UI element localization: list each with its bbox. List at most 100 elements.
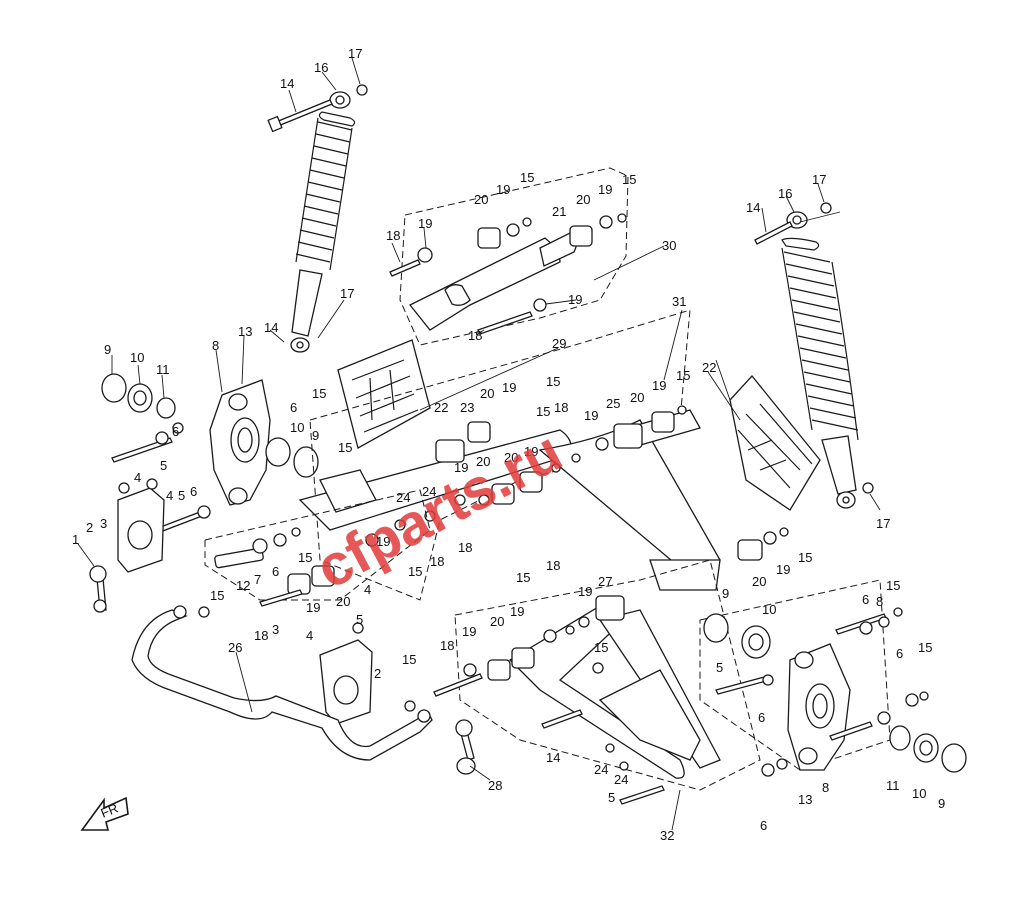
left-shock-absorber — [267, 84, 368, 353]
callout-2: 2 — [86, 520, 93, 535]
callout-15: 15 — [338, 440, 352, 455]
callout-8: 8 — [212, 338, 219, 353]
lower-right-arm — [433, 559, 761, 805]
callout-18: 18 — [386, 228, 400, 243]
mud-guard-left — [337, 339, 431, 449]
leader-lines — [77, 57, 881, 831]
callout-19: 19 — [598, 182, 612, 197]
callout-30: 30 — [662, 238, 676, 253]
callout-19: 19 — [418, 216, 432, 231]
callout-9: 9 — [722, 586, 729, 601]
callout-15: 15 — [594, 640, 608, 655]
callout-6: 6 — [290, 400, 297, 415]
callout-11: 11 — [886, 778, 900, 793]
callout-19: 19 — [524, 444, 538, 459]
callout-24: 24 — [594, 762, 608, 777]
callout-5: 5 — [608, 790, 615, 805]
left-knuckle — [101, 373, 319, 533]
callout-29: 29 — [552, 336, 566, 351]
callout-8: 8 — [822, 780, 829, 795]
callout-31: 31 — [672, 294, 686, 309]
lower-left-mount — [204, 489, 431, 607]
callout-15: 15 — [622, 172, 636, 187]
callout-17: 17 — [812, 172, 826, 187]
callout-19: 19 — [376, 534, 390, 549]
callout-6: 6 — [862, 592, 869, 607]
callout-6: 6 — [272, 564, 279, 579]
callout-15: 15 — [402, 652, 416, 667]
callout-25: 25 — [606, 396, 620, 411]
callout-16: 16 — [778, 186, 792, 201]
callout-19: 19 — [578, 584, 592, 599]
callout-10: 10 — [130, 350, 144, 365]
callout-17: 17 — [876, 516, 890, 531]
callout-9: 9 — [104, 342, 111, 357]
callout-24: 24 — [422, 484, 436, 499]
callout-23: 23 — [460, 400, 474, 415]
callout-19: 19 — [454, 460, 468, 475]
upper-left-arm-group — [389, 167, 629, 346]
callout-13: 13 — [238, 324, 252, 339]
callout-4: 4 — [364, 582, 371, 597]
callout-9: 9 — [312, 428, 319, 443]
callout-4: 4 — [166, 488, 173, 503]
callout-18: 18 — [458, 540, 472, 555]
callout-2: 2 — [374, 666, 381, 681]
callout-21: 21 — [552, 204, 566, 219]
callout-20: 20 — [576, 192, 590, 207]
callout-11: 11 — [156, 362, 170, 377]
callout-18: 18 — [430, 554, 444, 569]
callout-22: 22 — [434, 400, 448, 415]
callout-22: 22 — [702, 360, 716, 375]
callout-16: 16 — [314, 60, 328, 75]
callout-17: 17 — [340, 286, 354, 301]
callout-14: 14 — [746, 200, 760, 215]
callout-15: 15 — [312, 386, 326, 401]
callout-19: 19 — [584, 408, 598, 423]
callout-19: 19 — [496, 182, 510, 197]
right-knuckle — [699, 579, 967, 777]
callout-6: 6 — [760, 818, 767, 833]
callout-labels: 14 16 17 17 14 15 6 9 10 11 8 13 10 9 5 … — [72, 46, 945, 843]
callout-4: 4 — [306, 628, 313, 643]
callout-13: 13 — [798, 792, 812, 807]
callout-5: 5 — [178, 488, 185, 503]
front-direction-arrow-icon: FR — [80, 796, 129, 831]
callout-18: 18 — [554, 400, 568, 415]
callout-17: 17 — [348, 46, 362, 61]
callout-26: 26 — [228, 640, 242, 655]
callout-18: 18 — [546, 558, 560, 573]
callout-9: 9 — [938, 796, 945, 811]
callout-3: 3 — [272, 622, 279, 637]
callout-15: 15 — [210, 588, 224, 603]
callout-15: 15 — [886, 578, 900, 593]
callout-15: 15 — [676, 368, 690, 383]
callout-18: 18 — [468, 328, 482, 343]
callout-19: 19 — [462, 624, 476, 639]
callout-19: 19 — [306, 600, 320, 615]
callout-28: 28 — [488, 778, 502, 793]
callout-12: 12 — [236, 578, 250, 593]
callout-5: 5 — [356, 612, 363, 627]
callout-20: 20 — [336, 594, 350, 609]
callout-15: 15 — [546, 374, 560, 389]
callout-20: 20 — [480, 386, 494, 401]
callout-3: 3 — [100, 516, 107, 531]
callout-15: 15 — [536, 404, 550, 419]
callout-6: 6 — [190, 484, 197, 499]
callout-15: 15 — [298, 550, 312, 565]
callout-20: 20 — [504, 450, 518, 465]
callout-19: 19 — [502, 380, 516, 395]
callout-14: 14 — [264, 320, 278, 335]
callout-5: 5 — [716, 660, 723, 675]
direction-arrow-label: FR — [99, 800, 121, 820]
callout-10: 10 — [762, 602, 776, 617]
callout-20: 20 — [490, 614, 504, 629]
callout-15: 15 — [408, 564, 422, 579]
callout-32: 32 — [660, 828, 674, 843]
callout-20: 20 — [476, 454, 490, 469]
callout-20: 20 — [752, 574, 766, 589]
right-shock-absorber — [754, 202, 874, 509]
right-upper-bushings — [737, 527, 789, 561]
